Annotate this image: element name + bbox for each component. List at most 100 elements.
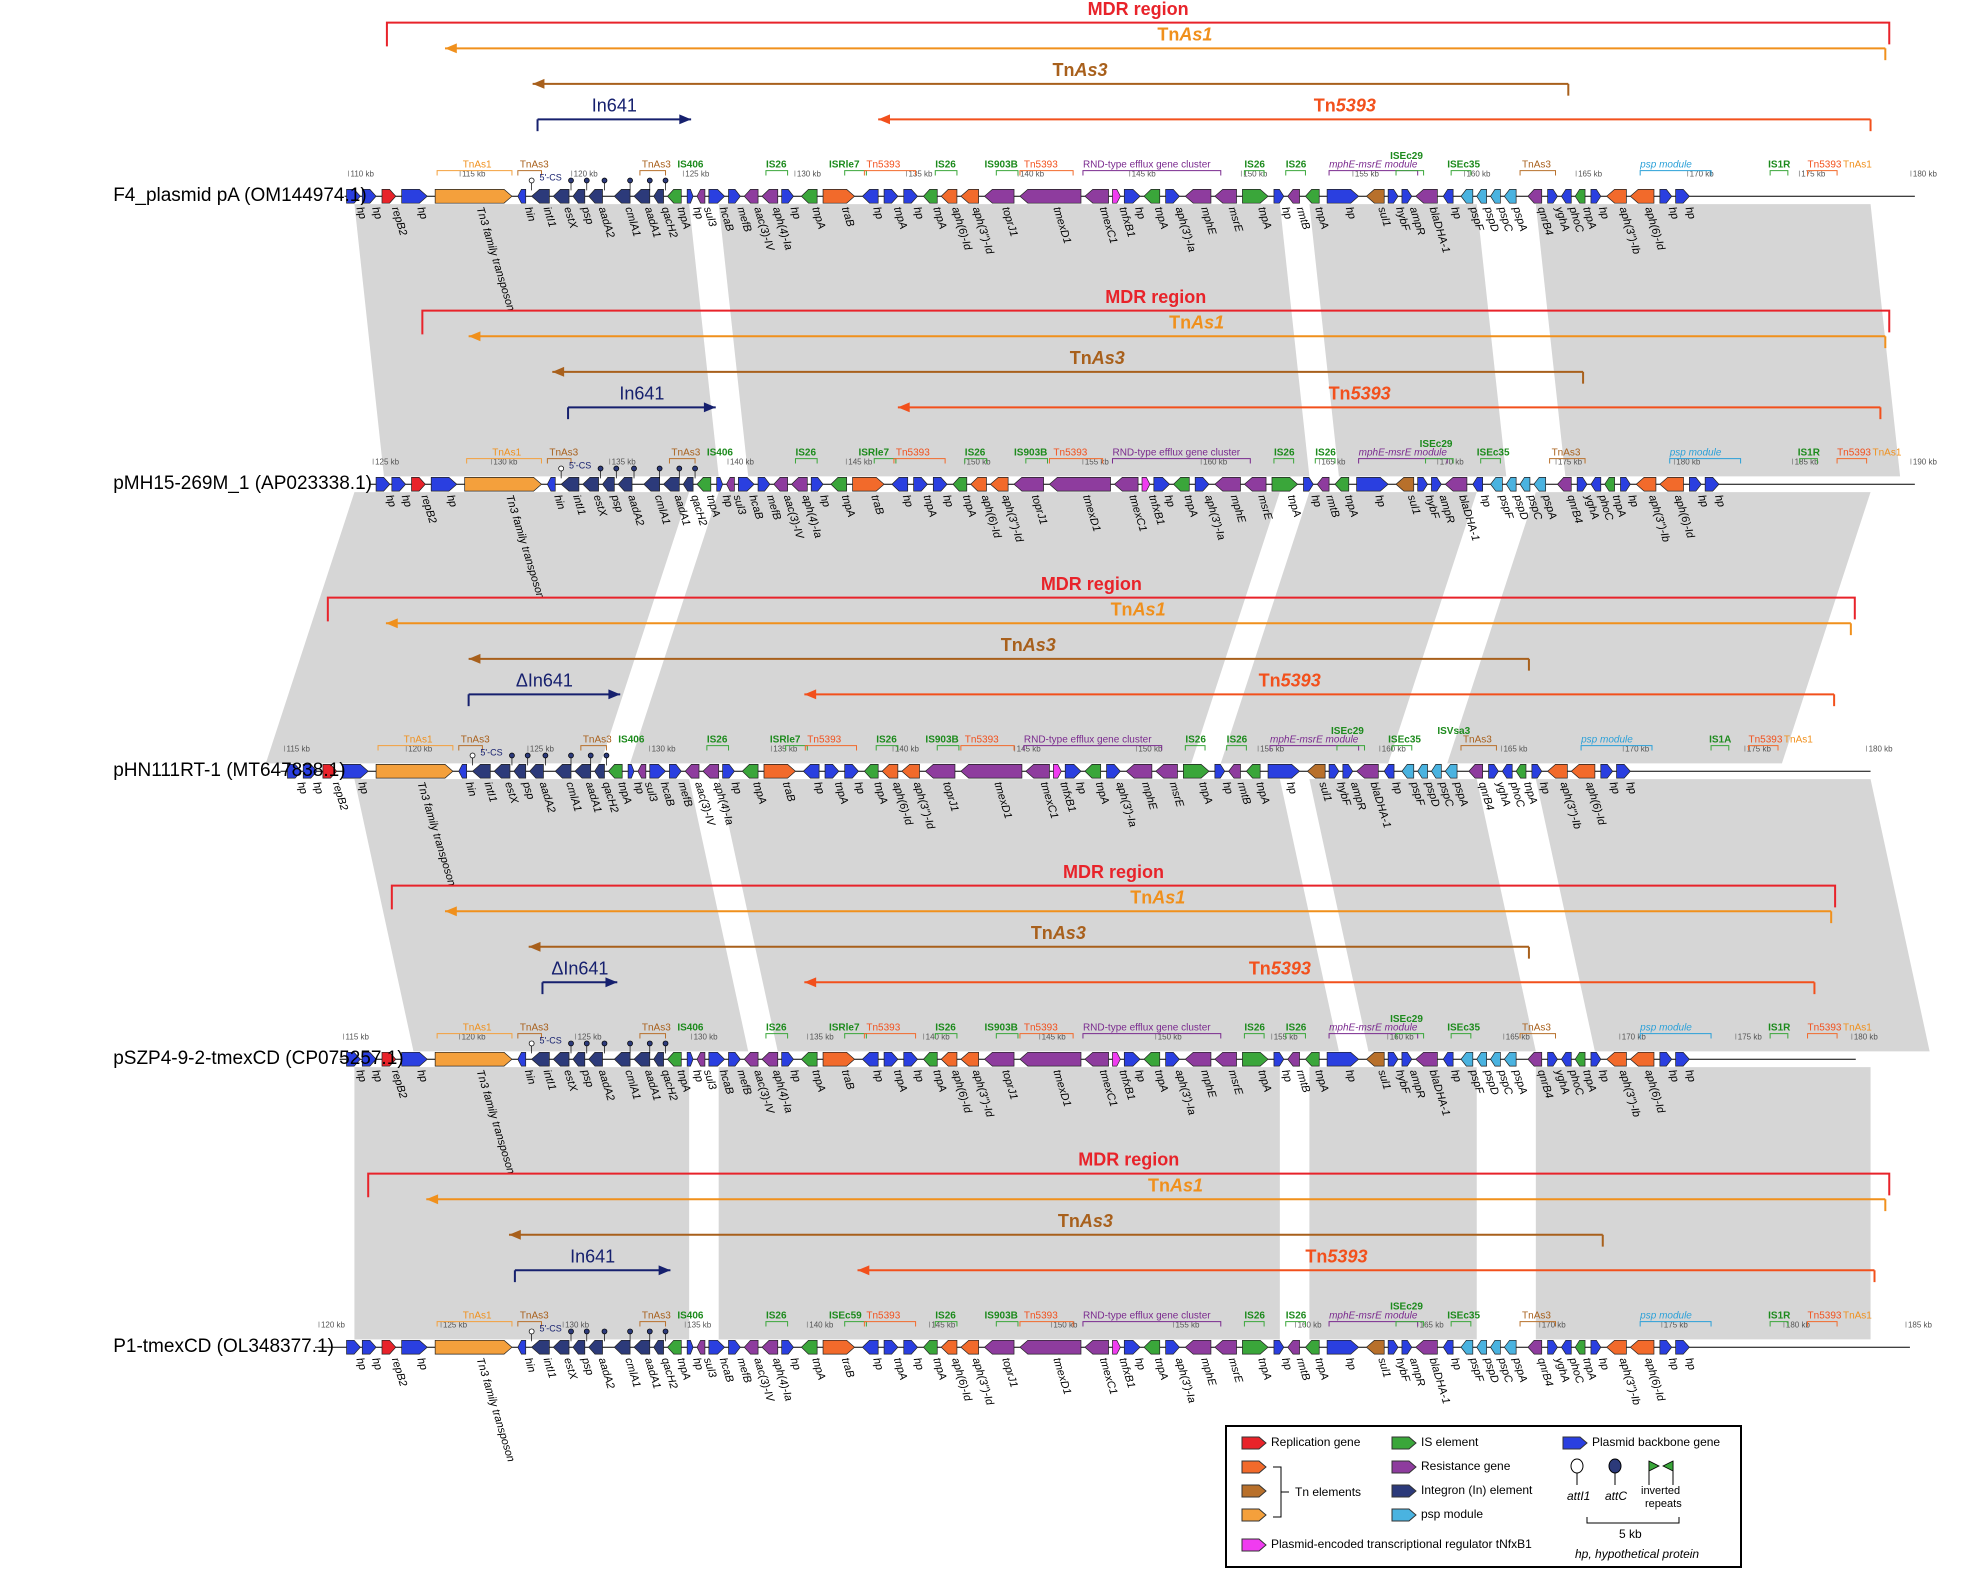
gene-label: hp xyxy=(729,780,744,795)
gene-label: sul3 xyxy=(731,493,749,517)
in641-title: In641 xyxy=(592,95,637,115)
gene-arrow xyxy=(1242,1051,1269,1067)
kb-tick-label: 125 kb xyxy=(685,170,710,179)
kb-tick-label: 145 kb xyxy=(1017,745,1042,754)
kb-tick-label: 120 kb xyxy=(462,1033,487,1042)
mdr-region-bracket xyxy=(390,884,1837,910)
is1r-bracket xyxy=(1710,745,1730,751)
gene-arrow xyxy=(844,763,859,779)
gene-arrow xyxy=(346,1051,361,1067)
mphe-bracket xyxy=(1358,458,1448,464)
is406-label: IS406 xyxy=(677,1311,704,1322)
gene-arrow xyxy=(861,1051,879,1067)
gene-arrow xyxy=(1165,1051,1180,1067)
kb-tick-label: 140 kb xyxy=(730,458,755,467)
gene-label: repB2 xyxy=(330,780,350,812)
attc-site xyxy=(662,177,669,184)
tn5393c-bracket xyxy=(1807,1033,1838,1039)
gene-arrow xyxy=(667,1051,682,1067)
kb-tick-label: 135 kb xyxy=(612,458,637,467)
kb-tick-label: 145 kb xyxy=(1132,170,1157,179)
gene-label: hp xyxy=(1279,1356,1294,1371)
gene-arrow xyxy=(1547,763,1568,779)
rnd-label: RND-type efflux gene cluster xyxy=(1083,160,1211,171)
tn5393c-bracket xyxy=(1807,1321,1838,1327)
gene-arrow xyxy=(1304,1339,1320,1355)
isrle7-label: ISRle7 xyxy=(770,735,801,746)
gene-arrow xyxy=(1326,189,1360,204)
tnas3-bracket xyxy=(546,458,572,464)
gene-arrow xyxy=(607,763,623,779)
gene-label: hp xyxy=(354,205,369,220)
gene-arrow xyxy=(1165,189,1180,204)
is26c-label: IS26 xyxy=(1244,1311,1265,1322)
kb-tick-label: 130 kb xyxy=(652,745,677,754)
gene-arrow xyxy=(922,1339,938,1355)
gene-arrow xyxy=(1271,476,1299,492)
gene-arrow xyxy=(1675,1339,1690,1355)
is26b-bracket xyxy=(934,1321,958,1327)
gene-label: hp xyxy=(1284,780,1299,795)
is26b-bracket xyxy=(934,170,958,176)
tn5393c-small-label: Tn5393 xyxy=(1808,1311,1842,1322)
gene-arrow xyxy=(430,476,458,492)
is26b-label: IS26 xyxy=(876,735,897,746)
kb-tick-label: 135 kb xyxy=(687,1320,712,1329)
isec29-label: ISEc29 xyxy=(1331,726,1364,737)
legend-inverted: inverted xyxy=(1641,1485,1681,1497)
gene-arrow xyxy=(1431,763,1442,779)
tn5393c-bracket xyxy=(1747,745,1779,751)
gene-arrow xyxy=(529,763,544,779)
isec29-label: ISEc29 xyxy=(1390,1014,1423,1025)
in641-arrow-head xyxy=(679,114,692,125)
gene-arrow xyxy=(1460,189,1474,204)
gene-label: mefB xyxy=(735,1356,754,1384)
isrle7-bracket xyxy=(873,458,897,464)
gene-label: tnpA xyxy=(1255,1356,1273,1381)
gene-arrow xyxy=(401,1339,428,1355)
kb-tick-label: 175 kb xyxy=(1664,1320,1689,1329)
tn5393-arrow-head xyxy=(857,1265,870,1276)
mphe-bracket xyxy=(1269,745,1360,751)
attc-site xyxy=(613,465,620,472)
kb-tick-label: 170 kb xyxy=(1440,458,1465,467)
gene-arrow xyxy=(1490,1339,1501,1355)
gene-label: traB xyxy=(839,1356,856,1379)
psp-bracket xyxy=(1580,745,1653,751)
gene-arrow xyxy=(531,189,550,204)
tnas3-arrow-head xyxy=(528,941,541,952)
tnas3c-bracket xyxy=(1460,745,1497,751)
gene-label: hp xyxy=(369,1068,384,1083)
gene-label: hp xyxy=(870,1068,885,1083)
attc-site xyxy=(601,1040,608,1047)
gene-arrow xyxy=(800,1339,818,1355)
gene-arrow xyxy=(1515,763,1527,779)
kb-tick-label: 155 kb xyxy=(1355,170,1380,179)
kb-tick-label: 165 kb xyxy=(1420,1320,1445,1329)
kb-tick-label: 175 kb xyxy=(1747,745,1772,754)
gene-arrow xyxy=(1503,1051,1517,1067)
legend-tn-label: Tn elements xyxy=(1295,1485,1362,1499)
gene-arrow xyxy=(940,189,958,204)
gene-arrow xyxy=(1659,1339,1673,1355)
isec35-label: ISEc35 xyxy=(1447,1023,1480,1034)
rnd-label: RND-type efflux gene cluster xyxy=(1083,1311,1211,1322)
legend-tn-bracket xyxy=(1273,1466,1289,1518)
gene-arrow xyxy=(322,763,338,779)
gene-arrow xyxy=(802,763,820,779)
kb-tick-label: 165 kb xyxy=(1503,745,1528,754)
kb-tick-label: 130 kb xyxy=(493,458,518,467)
isec29-label: ISEc29 xyxy=(1420,439,1453,450)
gene-arrow xyxy=(361,1051,377,1067)
gene-arrow xyxy=(1600,763,1614,779)
is26-bracket xyxy=(765,1033,789,1039)
gene-label: traB xyxy=(839,1068,856,1091)
legend: Replication gene Tn elements IS element … xyxy=(1225,1425,1742,1568)
kb-tick-label: 175 kb xyxy=(1801,170,1826,179)
tnas1-title: TnAs1 xyxy=(1111,599,1166,619)
gene-arrow xyxy=(1084,763,1102,779)
gene-label: hp xyxy=(852,780,867,795)
gene-arrow xyxy=(716,476,723,492)
gene-arrow xyxy=(663,476,680,492)
gene-label: tnpA xyxy=(1312,1356,1330,1381)
